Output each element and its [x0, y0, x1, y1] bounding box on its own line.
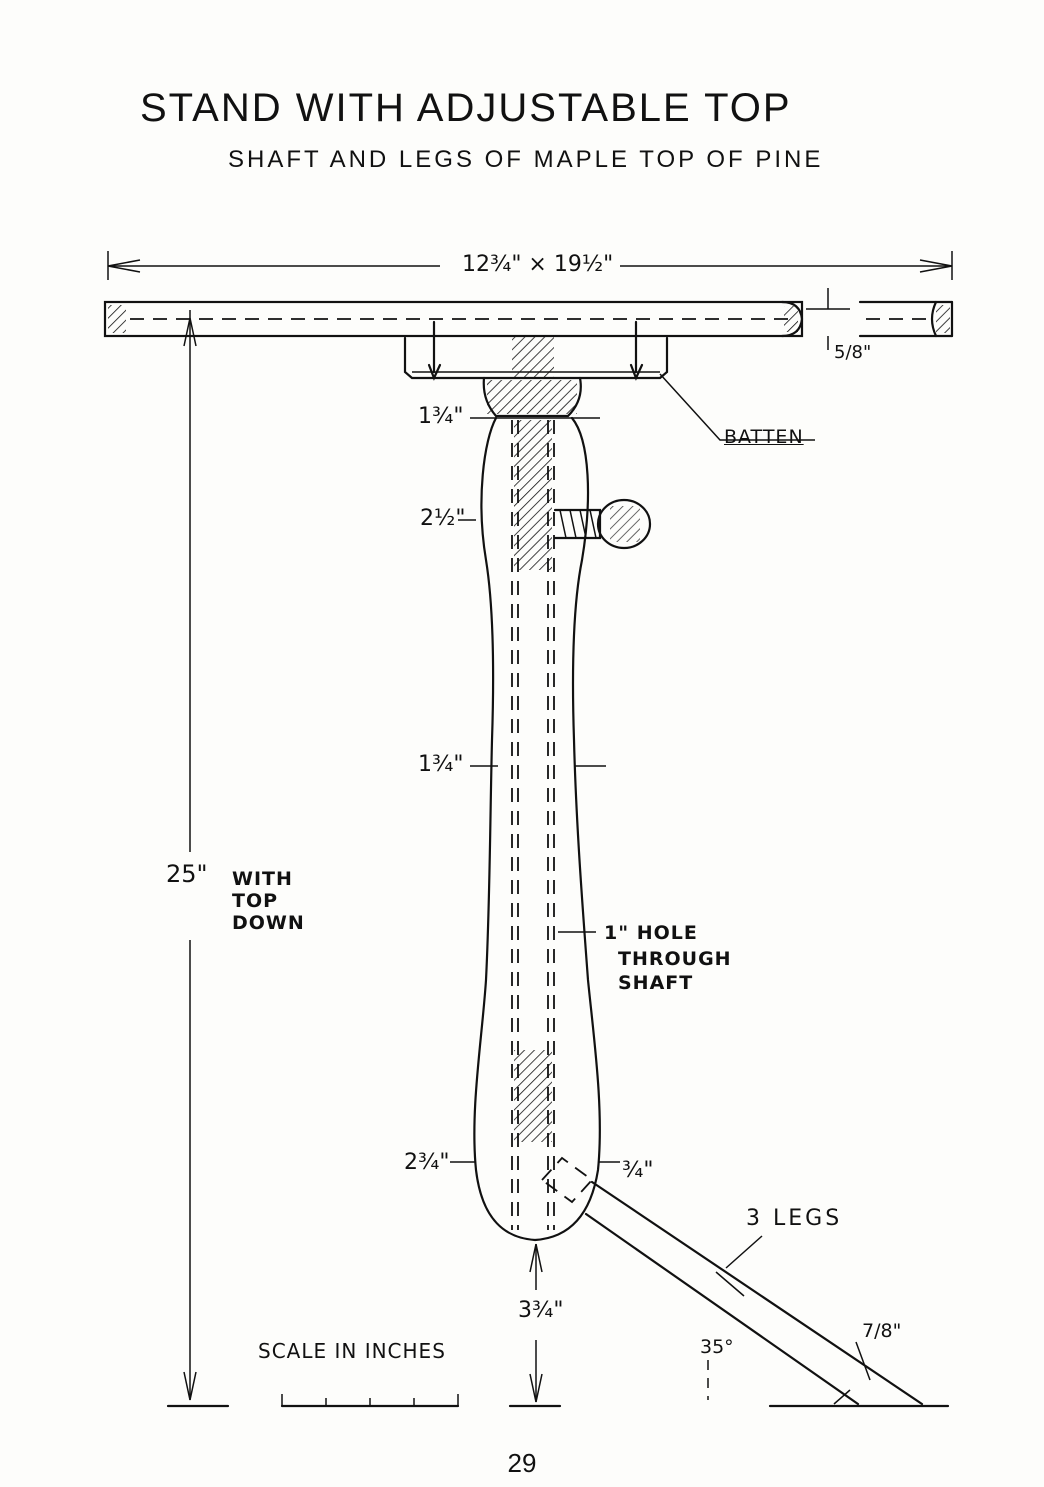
hole-note-line1: 1" HOLE	[604, 922, 698, 944]
top-size-label: 12¾" × 19½"	[462, 252, 613, 277]
legs-label: 3 LEGS	[746, 1206, 842, 1231]
clearance-label: 3¾"	[518, 1298, 563, 1323]
clamp-knob	[555, 500, 650, 548]
batten-label: BATTEN	[724, 426, 804, 448]
knob-position-label: 2½"	[420, 506, 465, 531]
collar	[470, 378, 600, 418]
shaft-base-diameter-label: 2¾"	[404, 1150, 449, 1175]
scale-bar	[282, 1394, 458, 1406]
shaft-mid-diameter-label: 1¾"	[418, 752, 463, 777]
height-note-line1: WITH	[232, 868, 293, 890]
tenon-hatch	[512, 336, 554, 378]
angle-label: 35°	[700, 1336, 734, 1358]
leg-mortise	[542, 1158, 592, 1202]
batten	[405, 322, 815, 440]
collar-diameter-label: 1¾"	[418, 404, 463, 429]
height-note-line3: DOWN	[232, 912, 305, 934]
clearance-dimension	[530, 1244, 542, 1402]
top-thickness-label: 5/8"	[834, 342, 871, 363]
height-note-line2: TOP	[232, 890, 278, 912]
scale-label: SCALE IN INCHES	[258, 1340, 446, 1362]
hole-note-line2: THROUGH	[618, 948, 732, 970]
height-dimension	[184, 310, 196, 1400]
height-value-label: 25"	[166, 860, 208, 888]
hole-note-line3: SHAFT	[618, 972, 693, 994]
leg-thickness-label: 7/8"	[862, 1320, 901, 1342]
shaft-hole	[512, 420, 554, 1230]
mortise-depth-label: ¾"	[622, 1158, 653, 1183]
page-number: 29	[0, 1448, 1044, 1479]
